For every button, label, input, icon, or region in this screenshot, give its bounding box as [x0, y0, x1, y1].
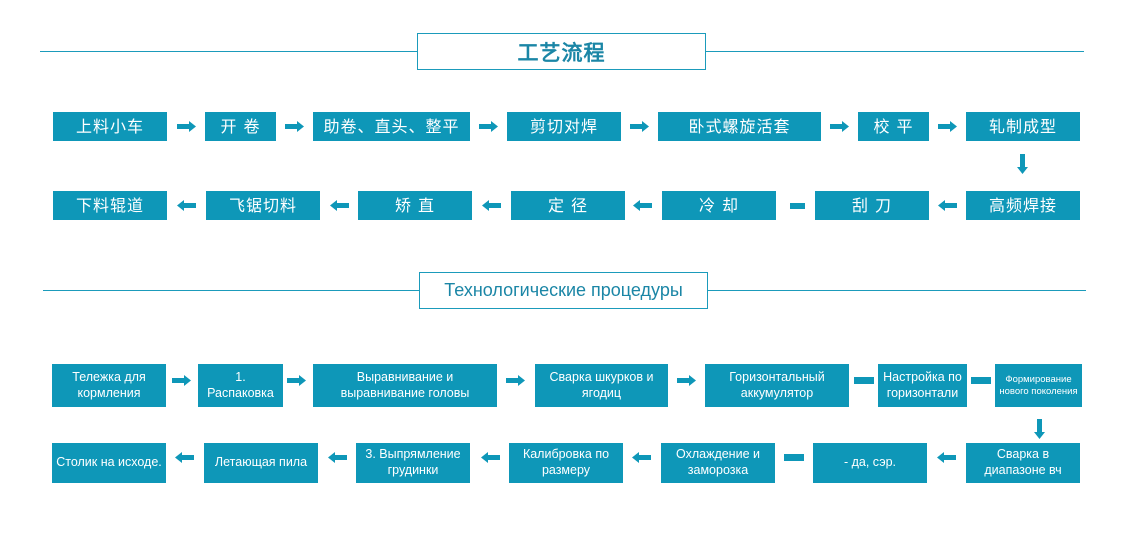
process-step: 下料辊道 [53, 191, 167, 220]
section-title: Технологические процедуры [444, 280, 683, 300]
arrow-right-icon [938, 121, 957, 132]
arrow-left-icon [175, 452, 194, 463]
arrow-left-icon [328, 452, 347, 463]
process-step: Настройка по горизонтали [878, 364, 967, 407]
arrow-right-icon [630, 121, 649, 132]
arrow-left-icon [330, 200, 349, 211]
process-step: Формирование нового поколения [995, 364, 1082, 407]
process-step: Сварка в диапазоне вч [966, 443, 1080, 483]
arrow-left-icon [937, 452, 956, 463]
section-title-box: Технологические процедуры [419, 272, 708, 309]
arrow-right-icon [285, 121, 304, 132]
process-step: 高频焊接 [966, 191, 1080, 220]
process-step: Калибровка по размеру [509, 443, 623, 483]
process-step: 定 径 [511, 191, 625, 220]
process-step: 校 平 [858, 112, 929, 141]
arrow-right-icon [506, 375, 525, 386]
process-step: 3. Выпрямление грудинки [356, 443, 470, 483]
process-step: 卧式螺旋活套 [658, 112, 821, 141]
dash-icon [784, 454, 804, 461]
process-step: 开 卷 [205, 112, 276, 141]
process-step: 轧制成型 [966, 112, 1080, 141]
arrow-right-icon [172, 375, 191, 386]
process-step: 冷 却 [662, 191, 776, 220]
section-title-box: 工艺流程 [417, 33, 706, 70]
arrow-right-icon [479, 121, 498, 132]
dash-icon [854, 377, 874, 384]
arrow-left-icon [177, 200, 196, 211]
process-step: Выравнивание и выравнивание головы [313, 364, 497, 407]
arrow-right-icon [287, 375, 306, 386]
process-step: Столик на исходе. [52, 443, 166, 483]
dash-icon [971, 377, 991, 384]
arrow-left-icon [632, 452, 651, 463]
process-step: 飞锯切料 [206, 191, 320, 220]
arrow-left-icon [481, 452, 500, 463]
process-step: Летающая пила [204, 443, 318, 483]
process-step: 剪切对焊 [507, 112, 621, 141]
process-step: - да, сэр. [813, 443, 927, 483]
process-step: 上料小车 [53, 112, 167, 141]
arrow-left-icon [482, 200, 501, 211]
section-title: 工艺流程 [517, 40, 606, 65]
process-step: 刮 刀 [815, 191, 929, 220]
process-step: Сварка шкурков и ягодиц [535, 364, 668, 407]
arrow-left-icon [938, 200, 957, 211]
arrow-right-icon [177, 121, 196, 132]
arrow-down-icon [1034, 419, 1045, 439]
dash-icon [790, 203, 805, 209]
arrow-right-icon [677, 375, 696, 386]
process-step: 1. Распаковка [198, 364, 283, 407]
arrow-left-icon [633, 200, 652, 211]
process-step: 矫 直 [358, 191, 472, 220]
arrow-down-icon [1017, 154, 1028, 174]
arrow-right-icon [830, 121, 849, 132]
process-step: 助卷、直头、整平 [313, 112, 470, 141]
process-step: Тележка для кормления [52, 364, 166, 407]
process-step: Горизонтальный аккумулятор [705, 364, 849, 407]
process-step: Охлаждение и заморозка [661, 443, 775, 483]
